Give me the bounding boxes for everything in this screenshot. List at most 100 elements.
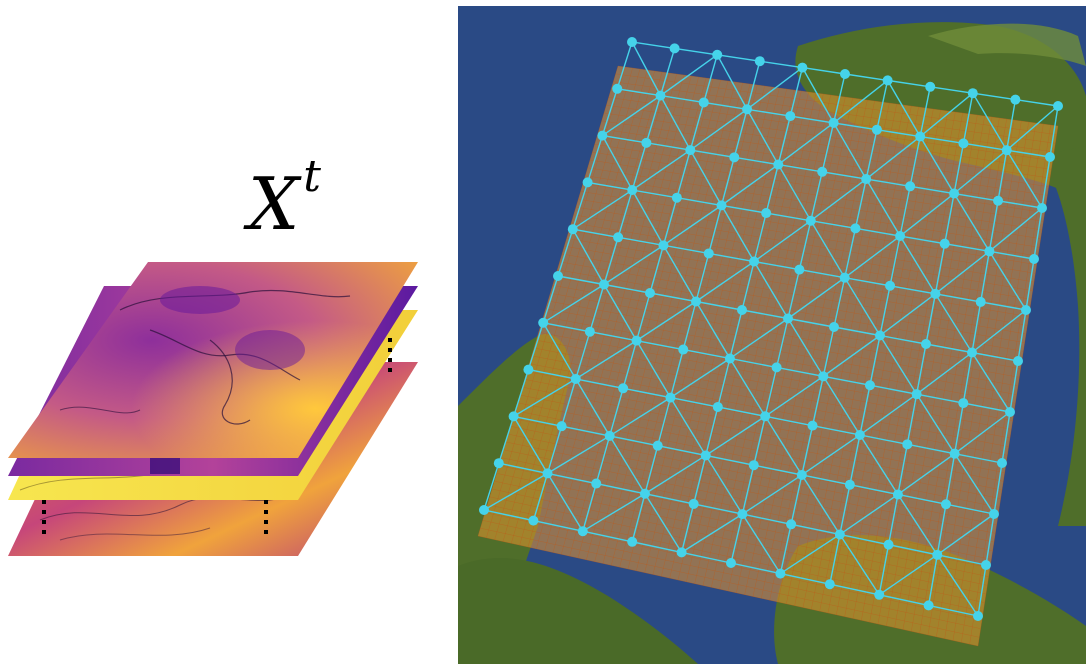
mesh-edge bbox=[746, 67, 803, 110]
mesh-edge bbox=[742, 474, 803, 515]
grid-line bbox=[961, 123, 1044, 643]
mesh-edge bbox=[589, 331, 637, 342]
mesh-node bbox=[975, 296, 986, 307]
mesh-node bbox=[761, 208, 772, 219]
mesh-edge bbox=[910, 185, 955, 195]
mesh-edge bbox=[669, 397, 707, 456]
mesh-node bbox=[612, 83, 623, 94]
mesh-edge bbox=[764, 415, 803, 476]
mesh-edge bbox=[916, 351, 973, 395]
mesh-edge bbox=[649, 245, 665, 294]
mesh-edge bbox=[649, 292, 697, 303]
mesh-node bbox=[1001, 145, 1012, 156]
mesh-edge bbox=[542, 283, 605, 324]
mesh-edge bbox=[753, 260, 800, 271]
mesh-edge bbox=[644, 493, 683, 553]
mesh-edge bbox=[572, 189, 633, 230]
mesh-edge bbox=[716, 54, 748, 110]
mesh-edge bbox=[993, 462, 1003, 515]
mesh-edge bbox=[533, 519, 583, 532]
mesh-nodes bbox=[479, 37, 1063, 621]
grid-line bbox=[482, 520, 981, 629]
mesh-edge bbox=[953, 192, 999, 202]
mesh-node bbox=[760, 411, 771, 422]
mesh-edge bbox=[879, 335, 918, 395]
mesh-node bbox=[817, 166, 828, 177]
mesh-node bbox=[940, 499, 951, 510]
mesh-node bbox=[932, 549, 943, 560]
mesh-edge bbox=[682, 301, 697, 350]
mesh-edge bbox=[703, 54, 718, 103]
mesh-edge bbox=[730, 513, 744, 564]
mesh-edge bbox=[1006, 149, 1051, 158]
mesh-edge bbox=[1006, 105, 1059, 151]
mesh-edge bbox=[547, 435, 611, 474]
mesh-edge bbox=[802, 66, 846, 75]
mesh-edge bbox=[575, 331, 591, 380]
mesh-edge bbox=[854, 178, 867, 229]
mesh-edge bbox=[777, 122, 835, 166]
state-label-base: X bbox=[248, 162, 300, 246]
mesh-edge bbox=[662, 197, 678, 246]
mesh-node bbox=[840, 69, 850, 79]
mesh-edge bbox=[683, 348, 731, 360]
mesh-edge bbox=[779, 524, 792, 574]
mesh-node bbox=[1021, 305, 1031, 315]
mesh-edge bbox=[595, 435, 611, 484]
mesh-edge bbox=[790, 474, 803, 525]
mesh-edge bbox=[729, 317, 789, 360]
mesh-edge bbox=[646, 142, 691, 151]
mesh-edge bbox=[866, 178, 911, 187]
mesh-edge bbox=[780, 572, 830, 585]
mesh-node bbox=[479, 505, 489, 515]
mesh-edge bbox=[844, 228, 857, 278]
grid-line bbox=[952, 122, 1037, 641]
mesh-edge bbox=[849, 434, 861, 485]
mesh-node bbox=[775, 568, 786, 579]
mesh-edge bbox=[528, 368, 576, 380]
mesh-edge bbox=[582, 530, 633, 543]
mesh-node bbox=[652, 440, 663, 451]
mesh-edge bbox=[660, 54, 718, 97]
mesh-node bbox=[553, 271, 563, 281]
mesh-node bbox=[1005, 407, 1015, 417]
mesh-edge bbox=[1033, 207, 1043, 260]
mesh-node bbox=[737, 305, 747, 315]
mesh-edge bbox=[869, 384, 917, 395]
mesh-node bbox=[528, 515, 539, 526]
mesh-edge bbox=[844, 235, 901, 279]
grid-line bbox=[944, 121, 1029, 639]
grid-line bbox=[911, 117, 1000, 632]
mesh-edge bbox=[663, 204, 722, 246]
mesh-node bbox=[797, 62, 808, 73]
grid-line bbox=[977, 125, 1059, 647]
mesh-edge bbox=[897, 453, 956, 496]
mesh-node bbox=[671, 192, 682, 203]
mesh-edge bbox=[742, 513, 792, 525]
mesh-edge bbox=[632, 541, 682, 554]
mesh-node bbox=[785, 111, 796, 122]
mesh-node bbox=[949, 188, 960, 199]
mesh-node bbox=[828, 117, 839, 128]
mesh-node bbox=[669, 43, 680, 54]
mesh-edge bbox=[689, 102, 705, 151]
mesh-edge bbox=[899, 192, 955, 237]
mesh-edge bbox=[609, 397, 671, 437]
mesh-edge bbox=[741, 513, 781, 574]
mesh-edge bbox=[899, 235, 936, 295]
mesh-edge bbox=[979, 251, 991, 303]
mesh-edge bbox=[560, 378, 577, 427]
mesh-edge bbox=[695, 253, 710, 302]
mesh-node bbox=[1053, 101, 1063, 111]
mesh-edge bbox=[833, 277, 846, 328]
mesh-edge bbox=[483, 509, 534, 522]
mesh-node bbox=[1045, 152, 1055, 162]
mesh-edge bbox=[927, 554, 938, 606]
mesh-edge bbox=[953, 402, 965, 454]
mesh-edge bbox=[721, 163, 779, 206]
mesh-edge bbox=[575, 378, 611, 437]
mesh-edge bbox=[937, 554, 987, 566]
mesh-edge bbox=[944, 193, 955, 244]
mesh-edge bbox=[753, 212, 767, 262]
mesh-edge bbox=[936, 554, 979, 617]
